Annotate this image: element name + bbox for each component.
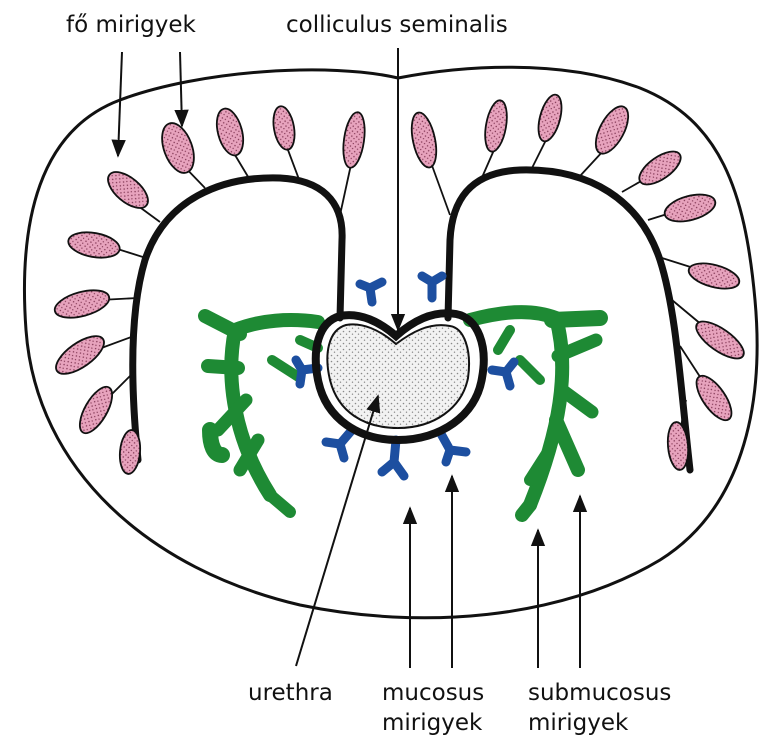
main-gland-lobule: [662, 190, 718, 227]
submucosal-glands-right: [470, 312, 600, 515]
label-urethra: urethra: [248, 680, 333, 706]
main-gland-lobule: [73, 382, 118, 438]
label-mucosus-mirigyek: mirigyek: [382, 710, 483, 736]
main-gland-lobule: [589, 101, 635, 158]
main-gland-lobule: [102, 165, 154, 214]
main-gland-lobule: [270, 105, 297, 152]
main-gland-lobule: [407, 110, 440, 169]
label-mucosus: mucosus: [382, 680, 484, 706]
label-submucosus-mirigyek: mirigyek: [528, 710, 629, 736]
arrow-fo-mirigyek-2: [180, 52, 182, 126]
main-gland-lobule: [66, 229, 121, 262]
main-gland-lobule: [50, 329, 110, 381]
main-gland-lobule: [634, 145, 686, 191]
main-gland-lobule: [534, 92, 566, 144]
main-gland-lobule: [118, 429, 142, 475]
main-glands-left: [50, 105, 368, 475]
label-submucosus: submucosus: [528, 680, 671, 706]
main-gland-lobule: [340, 111, 368, 169]
main-gland-lobule: [690, 370, 738, 425]
arrow-fo-mirigyek-1: [118, 52, 122, 156]
main-gland-lobule: [691, 315, 749, 365]
submucosal-glands-left: [205, 316, 318, 512]
main-gland-lobule: [52, 285, 112, 323]
label-colliculus-seminalis: colliculus seminalis: [286, 12, 508, 38]
main-gland-lobule: [482, 99, 511, 154]
main-gland-lobule: [686, 259, 742, 294]
main-gland-lobule: [212, 106, 248, 159]
line-urethra: [296, 396, 378, 666]
label-fo-mirigyek: fő mirigyek: [66, 12, 196, 38]
main-gland-lobule: [156, 119, 200, 177]
